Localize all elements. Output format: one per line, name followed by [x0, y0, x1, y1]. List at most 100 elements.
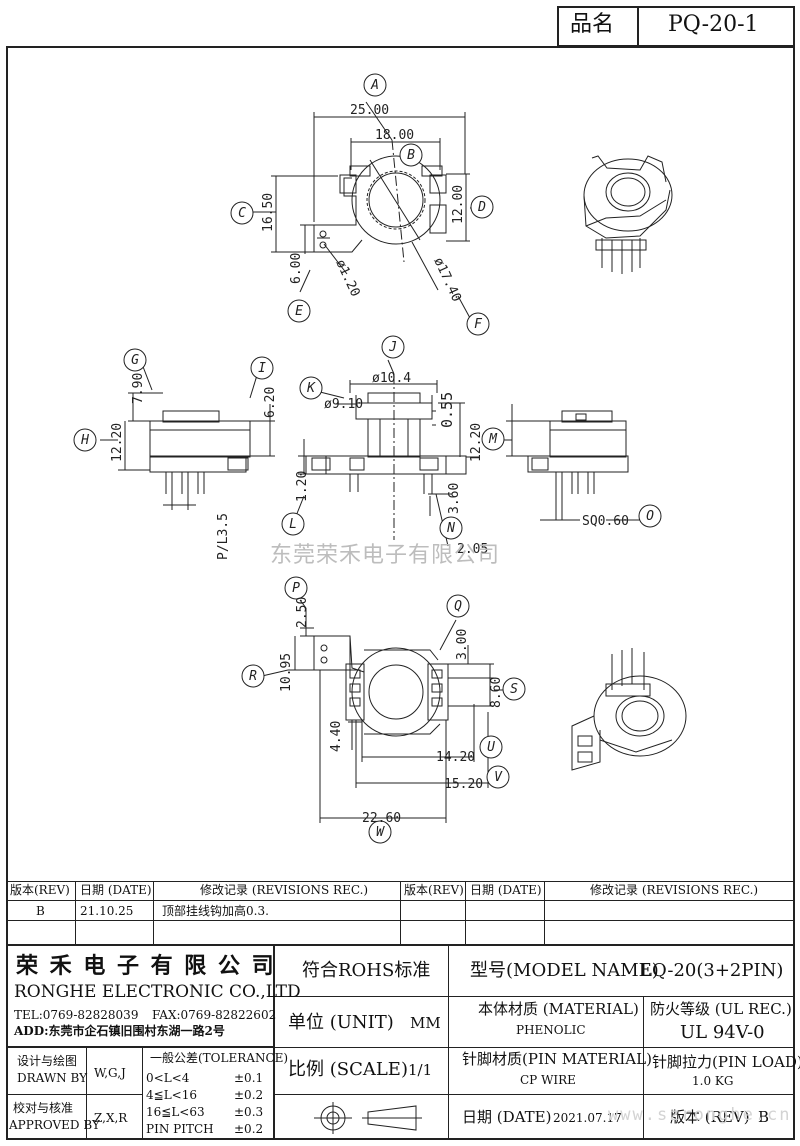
drawn-by-value: W,G,J: [94, 1066, 126, 1080]
callout-l: L: [289, 517, 297, 532]
dim-2-50: 2.50: [295, 597, 310, 628]
iso-view-2: [571, 648, 687, 771]
dim-phi120: ø1.20: [332, 257, 362, 299]
tolerance-value-4: ±0.2: [234, 1122, 264, 1136]
pin-material-value: CP WIRE: [520, 1073, 576, 1087]
callout-j: J: [388, 340, 397, 355]
callout-f: F: [474, 317, 483, 332]
approved-by-value: Z,X,R: [94, 1111, 128, 1125]
tolerance-value-2: ±0.2: [234, 1088, 264, 1102]
dim-14-20: 14.20: [436, 750, 475, 765]
callout-r: R: [249, 669, 257, 684]
dim-15-20: 15.20: [444, 777, 483, 792]
bottom-view: [313, 635, 449, 737]
dim-pitch: P/L3.5: [216, 513, 231, 560]
rev-header-2: 版本(REV): [404, 883, 464, 897]
rev-row-1-rec: 顶部挂线钩加高0.3.: [162, 904, 269, 918]
url-watermark: www.szronghe.cn: [608, 1105, 792, 1125]
dim-12-20-left: 12.20: [110, 423, 125, 462]
dim-3-00: 3.00: [455, 629, 470, 660]
rohs-label: 符合ROHS标准: [302, 960, 431, 981]
fire-rating-label: 防火等级 (UL REC.): [650, 1000, 792, 1018]
drawn-by-cn: 设计与绘图: [17, 1054, 78, 1068]
tolerance-range-2: 4≦L<16: [146, 1088, 197, 1102]
callout-g: G: [131, 353, 139, 368]
company-address: ADD:东莞市企石镇旧围村东湖一路2号: [14, 1024, 225, 1038]
rev-label: 版本 (REV): [670, 1108, 750, 1126]
rev-row-1-rev: B: [36, 904, 45, 918]
callout-o: O: [646, 509, 654, 524]
material-label: 本体材质 (MATERIAL): [478, 1000, 639, 1018]
tolerance-value-3: ±0.3: [234, 1105, 264, 1119]
dim-8-60: 8.60: [489, 677, 504, 708]
unit-label: 单位 (UNIT): [288, 1012, 394, 1033]
watermark-text: 东莞荣禾电子有限公司: [270, 543, 501, 568]
dim-22-60: 22.60: [362, 811, 401, 826]
dim-3-60: 3.60: [447, 483, 462, 514]
model-value: LQ-20(3+2PIN): [640, 960, 784, 981]
pin-material-label: 针脚材质(PIN MATERIAL): [462, 1050, 652, 1068]
unit-value: MM: [410, 1014, 441, 1032]
callout-u: U: [487, 740, 495, 755]
iso-view-1: [583, 155, 673, 274]
callout-p: P: [292, 581, 300, 596]
side-view-right: [527, 410, 629, 494]
rev-value: B: [758, 1108, 770, 1126]
dim-16-50: 16.50: [261, 193, 276, 232]
dim-0-55: 0.55: [438, 392, 456, 428]
drawn-by-en: DRAWN BY: [17, 1071, 88, 1085]
callout-b: B: [407, 148, 415, 163]
callout-i: I: [258, 361, 266, 376]
date-label: 日期 (DATE): [462, 1108, 552, 1126]
dim-2-05: 2.05: [457, 542, 488, 557]
approved-by-en: APPROVED BY: [9, 1118, 100, 1132]
dim-25: 25.00: [350, 103, 389, 118]
tolerance-range-3: 16≦L<63: [146, 1105, 205, 1119]
company-tel: TEL:0769-82828039: [14, 1008, 139, 1022]
dim-4-40: 4.40: [329, 721, 344, 752]
callout-q: Q: [454, 599, 462, 614]
company-name-en: RONGHE ELECTRONIC CO.,LTD: [14, 982, 301, 1002]
callout-h: H: [80, 433, 89, 448]
dim-phi9-10: ø9.10: [324, 397, 363, 412]
scale-value: 1/1: [408, 1061, 433, 1079]
callout-v: V: [494, 770, 503, 785]
fire-rating-value: UL 94V-0: [680, 1022, 765, 1043]
model-label: 型号(MODEL NAME): [470, 960, 659, 981]
dim-18: 18.00: [375, 128, 414, 143]
date-value: 2021.07.17: [553, 1111, 622, 1125]
dim-7-90: 7.90: [131, 373, 146, 404]
pin-load-value: 1.0 KG: [692, 1074, 734, 1088]
callout-k: K: [306, 381, 316, 396]
callout-m: M: [488, 432, 498, 447]
dim-phi10-4: ø10.4: [372, 371, 411, 386]
side-view-left: [149, 410, 251, 494]
dim-sq060: SQ0.60: [582, 514, 629, 529]
rec-header-1: 修改记录 (REVISIONS REC.): [200, 883, 369, 897]
tolerance-range-1: 0<L<4: [146, 1071, 190, 1085]
pin-load-label: 针脚拉力(PIN LOAD): [652, 1053, 800, 1071]
callout-a: A: [370, 78, 379, 93]
dim-6: 6.00: [289, 253, 304, 284]
drawing-frame: [6, 46, 795, 1140]
company-fax: FAX:0769-82822602: [152, 1008, 277, 1022]
rev-header-1: 版本(REV): [10, 883, 70, 897]
callout-w: W: [376, 825, 385, 840]
dim-6-20: 6.20: [263, 387, 278, 418]
rev-row-1-date: 21.10.25: [80, 904, 134, 918]
front-view-center: [305, 374, 467, 540]
dim-12-20-right: 12.20: [469, 423, 484, 462]
material-value: PHENOLIC: [516, 1023, 586, 1037]
scale-label: 比例 (SCALE): [288, 1059, 408, 1080]
top-view: [313, 139, 447, 263]
dim-1-20: 1.20: [295, 471, 310, 502]
tolerance-title: 一般公差(TOLERANCE): [150, 1051, 289, 1065]
part-name-label: 品名: [570, 12, 615, 37]
date-header-1: 日期 (DATE): [80, 883, 152, 897]
tolerance-range-4: PIN PITCH: [146, 1122, 214, 1136]
rec-header-2: 修改记录 (REVISIONS REC.): [590, 883, 759, 897]
date-header-2: 日期 (DATE): [470, 883, 542, 897]
projection-symbol: [314, 1102, 422, 1134]
callout-n: N: [446, 521, 455, 536]
